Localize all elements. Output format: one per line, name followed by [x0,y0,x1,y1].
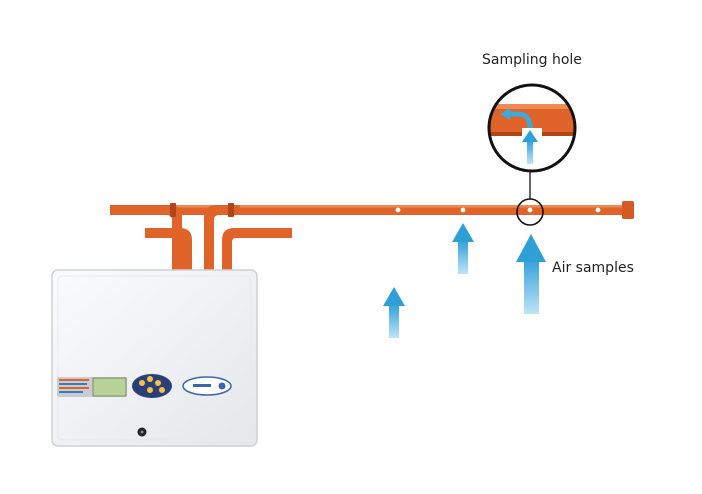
air-samples-label: Air samples [552,260,634,276]
sampling-pipe-main [110,201,634,219]
keypad [132,374,172,398]
air-flow-arrows [383,223,546,338]
air-arrow [452,223,474,274]
sampling-hole-label: Sampling hole [482,52,582,68]
air-arrow-large [516,234,546,314]
sampling-holes [395,207,601,213]
lcd-display [92,377,127,397]
brand-badge [182,376,232,396]
detector-unit [51,269,258,447]
pipe-couplers [170,203,234,217]
air-arrow [383,287,405,338]
zoom-indicator [516,171,544,226]
sampling-hole [395,207,401,213]
magnified-sampling-hole [487,83,577,173]
sampling-hole [595,207,601,213]
control-panel [57,374,232,398]
sampling-hole [460,207,466,213]
sampling-hole [527,207,533,213]
